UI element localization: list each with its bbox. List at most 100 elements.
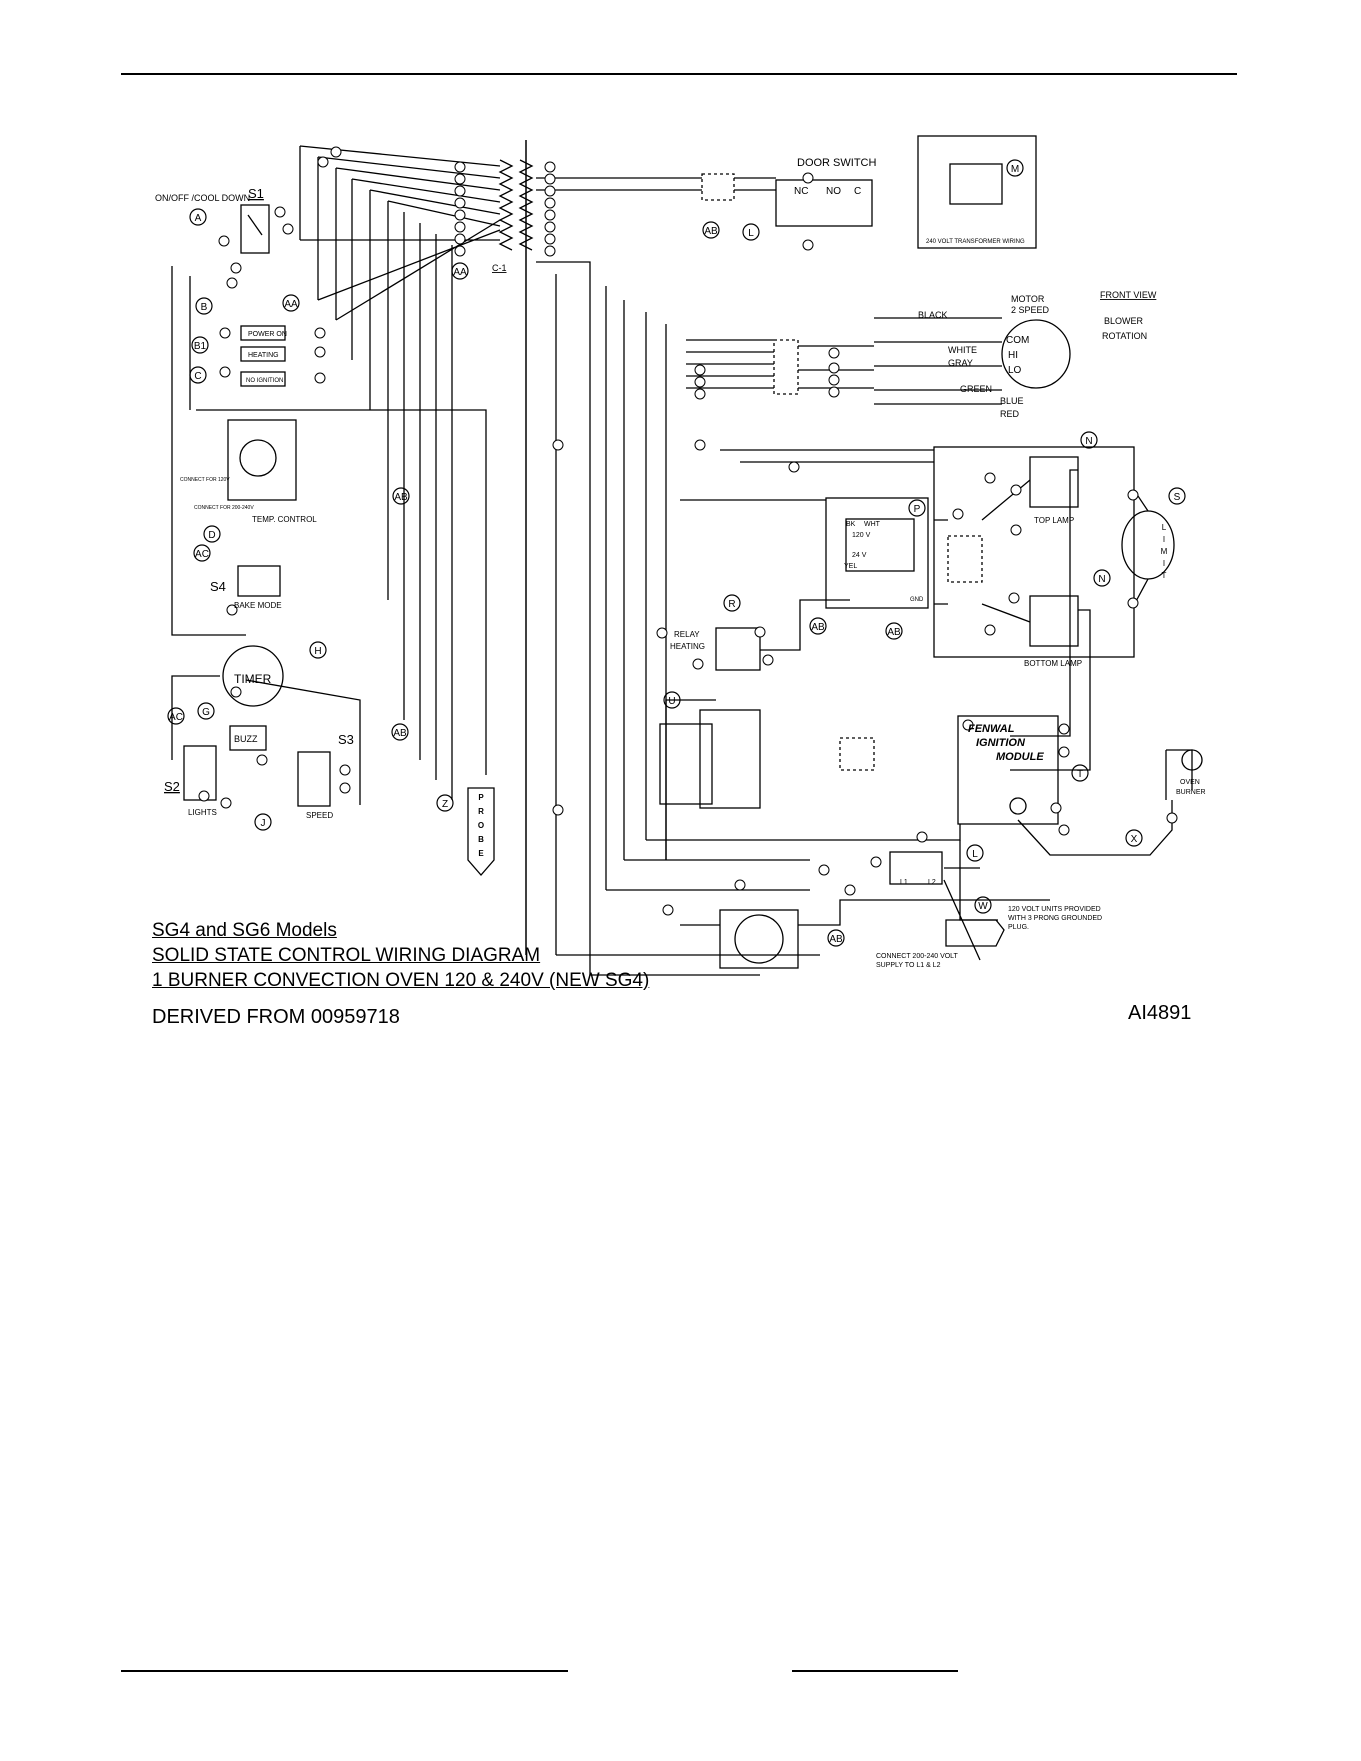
wht-label: WHT: [864, 521, 881, 528]
rotation-label: ROTATION: [1102, 331, 1147, 341]
c1-label: C-1: [492, 263, 507, 273]
svg-text:S: S: [1174, 492, 1181, 503]
ignition-label: IGNITION: [976, 737, 1026, 749]
svg-text:AC: AC: [169, 712, 183, 723]
svg-text:AA: AA: [453, 267, 467, 278]
svg-text:N: N: [1085, 436, 1092, 447]
buzz-label: BUZZ: [234, 734, 258, 744]
l1-label: L1: [900, 879, 908, 886]
s4-label: S4: [210, 579, 226, 594]
svg-text:AB: AB: [394, 492, 408, 503]
temp-control-label: TEMP. CONTROL: [252, 515, 317, 524]
svg-text:AB: AB: [887, 627, 901, 638]
no-ignition-label: NO IGNITION: [246, 378, 283, 384]
timer-label: TIMER: [234, 672, 272, 686]
svg-text:P: P: [914, 504, 921, 515]
svg-text:AB: AB: [704, 226, 718, 237]
power-on-label: POWER ON: [248, 331, 287, 338]
caption-title-1: SG4 and SG6 Models: [152, 920, 337, 941]
heating-relay-label: HEATING: [670, 642, 705, 651]
svg-text:G: G: [202, 707, 210, 718]
units-120-line1: 120 VOLT UNITS PROVIDED: [1008, 906, 1101, 913]
black-label: BLACK: [918, 310, 948, 320]
drawing-number: AI4891: [1128, 1002, 1192, 1024]
svg-text:W: W: [978, 901, 988, 912]
svg-text:B: B: [201, 302, 208, 313]
no-label: NO: [826, 186, 841, 197]
top-lamp-label: TOP LAMP: [1034, 516, 1074, 525]
oven-label: OVEN: [1180, 779, 1200, 786]
motor-label: MOTOR: [1011, 294, 1045, 304]
s1-label: S1: [248, 186, 264, 201]
caption-block: SG4 and SG6 Models SOLID STATE CONTROL W…: [152, 918, 649, 993]
s2-label: S2: [164, 779, 180, 794]
svg-text:AA: AA: [284, 299, 298, 310]
svg-text:L: L: [748, 228, 754, 239]
units-120-line2: WITH 3 PRONG GROUNDED: [1008, 915, 1102, 922]
svg-text:AB: AB: [393, 728, 407, 739]
s3-label: S3: [338, 732, 354, 747]
caption-title-3: 1 BURNER CONVECTION OVEN 120 & 240V (NEW…: [152, 970, 650, 991]
svg-text:H: H: [314, 646, 321, 657]
green-label: GREEN: [960, 384, 992, 394]
v24-label: 24 V: [852, 552, 867, 559]
footer-rule-right: [792, 1670, 958, 1672]
header-rule: [121, 73, 1237, 75]
front-view-label: FRONT VIEW: [1100, 290, 1157, 300]
speed-label: SPEED: [306, 811, 333, 820]
module-label: MODULE: [996, 751, 1044, 763]
bk-label: BK: [846, 521, 856, 528]
svg-text:M: M: [1011, 164, 1019, 175]
svg-text:N: N: [1098, 574, 1105, 585]
transformer-240-label: 240 VOLT TRANSFORMER WIRING: [926, 239, 1025, 245]
v120-label: 120 V: [852, 532, 871, 539]
red-label: RED: [1000, 409, 1020, 419]
svg-text:R: R: [728, 599, 735, 610]
svg-text:X: X: [1131, 834, 1138, 845]
footer-rule-left: [121, 1670, 568, 1672]
burner-label: BURNER: [1176, 789, 1206, 796]
svg-text:U: U: [668, 696, 675, 707]
units-120-line3: PLUG.: [1008, 924, 1029, 931]
relay-label: RELAY: [674, 630, 700, 639]
svg-text:B1: B1: [194, 341, 207, 352]
heating-label: HEATING: [248, 352, 279, 359]
hi-label: HI: [1008, 350, 1018, 361]
derived-from: DERIVED FROM 00959718: [152, 1006, 400, 1028]
svg-text:AC: AC: [195, 549, 209, 560]
bottom-lamp-label: BOTTOM LAMP: [1024, 659, 1082, 668]
c-label: C: [854, 186, 861, 197]
nc-label: NC: [794, 186, 808, 197]
yel-label: YEL: [844, 563, 857, 570]
lo-label: LO: [1008, 365, 1022, 376]
blower-label: BLOWER: [1104, 316, 1144, 326]
com-label: COM: [1006, 335, 1029, 346]
svg-text:T: T: [1077, 769, 1083, 780]
svg-text:L: L: [972, 849, 978, 860]
white-label: WHITE: [948, 345, 977, 355]
connect-120-label: CONNECT FOR 120V: [180, 477, 230, 483]
caption-title-2: SOLID STATE CONTROL WIRING DIAGRAM: [152, 945, 541, 966]
gnd-label: GND: [910, 597, 924, 603]
gray-label: GRAY: [948, 358, 973, 368]
svg-text:AB: AB: [811, 622, 825, 633]
connect-240-label: CONNECT FOR 200-240V: [194, 505, 254, 511]
l2-label: L2: [928, 879, 936, 886]
blue-label: BLUE: [1000, 396, 1024, 406]
svg-text:Z: Z: [442, 799, 448, 810]
svg-text:D: D: [208, 530, 215, 541]
fenwal-label: FENWAL: [968, 723, 1015, 735]
svg-text:A: A: [195, 213, 202, 224]
door-switch-label: DOOR SWITCH: [797, 157, 876, 169]
lights-label: LIGHTS: [188, 808, 217, 817]
bake-mode-label: BAKE MODE: [234, 601, 282, 610]
on-off-label: ON/OFF /COOL DOWN: [155, 193, 250, 203]
two-speed-label: 2 SPEED: [1011, 305, 1050, 315]
connect-supply-line2: SUPPLY TO L1 & L2: [876, 962, 941, 969]
connect-supply-line1: CONNECT 200-240 VOLT: [876, 953, 959, 960]
svg-text:J: J: [261, 818, 266, 829]
svg-text:AB: AB: [829, 934, 843, 945]
